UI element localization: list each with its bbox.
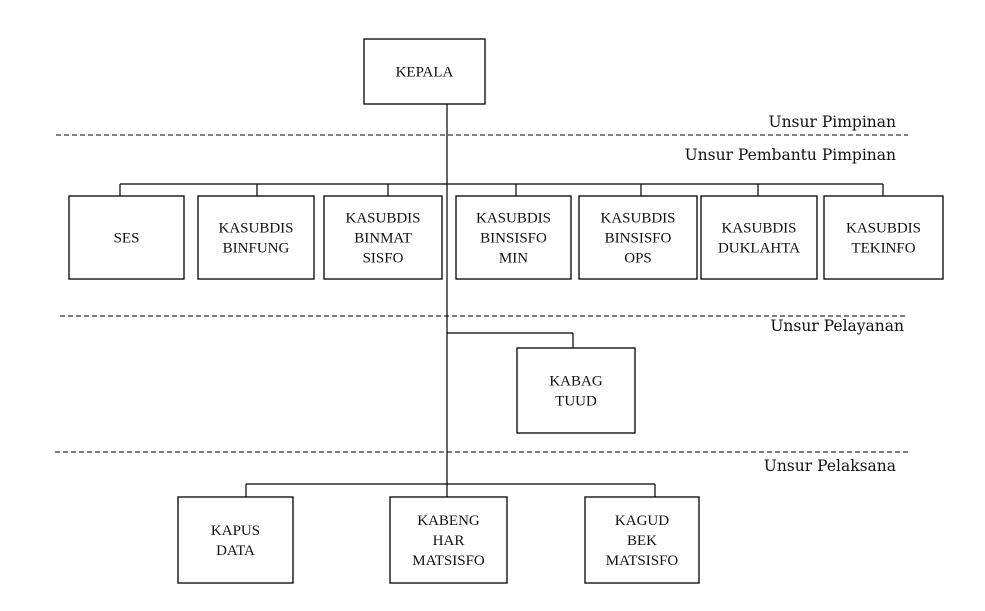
box-binsisfo-min-line-2: BINSISFO (480, 231, 547, 247)
box-tekinfo: KASUBDIS TEKINFO (823, 184, 944, 280)
box-duklahta-frame (700, 195, 818, 280)
box-binmat-sisfo: KASUBDIS BINMAT SISFO (323, 184, 443, 280)
section-label-pelayanan: Unsur Pelayanan (770, 317, 904, 335)
box-duklahta: KASUBDIS DUKLAHTA (700, 184, 818, 280)
box-duklahta-line-1: KASUBDIS (721, 221, 796, 237)
box-kabeng-har-matsisfo-line-3: MATSISFO (412, 553, 485, 569)
box-kagud-bek-matsisfo-frame (584, 496, 700, 584)
box-kapus-data-line-2: DATA (216, 543, 255, 559)
box-binsisfo-ops: KASUBDIS BINSISFO OPS (578, 184, 698, 280)
box-ses-frame (68, 195, 185, 280)
box-kagud-bek-matsisfo: KAGUD BEK MATSISFO (584, 484, 700, 584)
box-binsisfo-min-line-3: MIN (499, 251, 528, 267)
box-binmat-sisfo-line-1: KASUBDIS (345, 211, 420, 227)
box-duklahta-line-2: DUKLAHTA (718, 241, 800, 257)
box-binsisfo-min: KASUBDIS BINSISFO MIN (455, 184, 572, 280)
box-binfung-frame (197, 195, 315, 280)
box-kabag-tuud-frame (516, 347, 636, 434)
box-binsisfo-ops-frame (578, 195, 698, 280)
section-label-pimpinan: Unsur Pimpinan (769, 113, 897, 131)
box-binmat-sisfo-line-3: SISFO (363, 251, 404, 267)
section-labels: Unsur Pimpinan Unsur Pembantu Pimpinan U… (685, 113, 904, 475)
box-binsisfo-ops-line-1: KASUBDIS (600, 211, 675, 227)
box-kepala-frame (363, 38, 486, 105)
box-tekinfo-line-2: TEKINFO (851, 241, 915, 257)
box-tekinfo-frame (823, 195, 944, 280)
box-kagud-bek-matsisfo-line-3: MATSISFO (606, 553, 679, 569)
box-kagud-bek-matsisfo-line-2: BEK (627, 533, 657, 549)
box-kepala-line-1: KEPALA (396, 65, 454, 81)
box-kabeng-har-matsisfo-frame (389, 496, 508, 584)
box-binmat-sisfo-line-2: BINMAT (354, 231, 412, 247)
box-binmat-sisfo-frame (323, 195, 443, 280)
box-ses: SES (68, 184, 185, 280)
section-label-pembantu: Unsur Pembantu Pimpinan (685, 146, 896, 164)
box-binsisfo-min-line-1: KASUBDIS (476, 211, 551, 227)
box-ses-line-1: SES (114, 231, 140, 247)
box-kabag-tuud-line-1: KABAG (549, 374, 603, 390)
box-binsisfo-ops-line-3: OPS (624, 251, 652, 267)
box-tekinfo-line-1: KASUBDIS (846, 221, 921, 237)
box-kabeng-har-matsisfo: KABENG HAR MATSISFO (389, 484, 508, 584)
box-kabag-tuud-line-2: TUUD (555, 394, 597, 410)
box-binsisfo-min-frame (455, 195, 572, 280)
box-kepala: KEPALA (363, 38, 486, 105)
box-kagud-bek-matsisfo-line-1: KAGUD (615, 513, 669, 529)
box-binsisfo-ops-line-2: BINSISFO (605, 231, 672, 247)
box-binfung: KASUBDIS BINFUNG (197, 184, 315, 280)
box-kabeng-har-matsisfo-line-2: HAR (433, 533, 465, 549)
box-kapus-data: KAPUS DATA (177, 484, 294, 584)
connector-lines (120, 104, 883, 485)
box-binfung-line-1: KASUBDIS (218, 221, 293, 237)
box-kabeng-har-matsisfo-line-1: KABENG (417, 513, 480, 529)
org-boxes: KEPALA SES KASUBDIS BINFUNG KASUBDIS BINMAT SI… (68, 38, 944, 584)
box-kabag-tuud: KABAG TUUD (516, 347, 636, 434)
box-binfung-line-2: BINFUNG (223, 241, 290, 257)
box-kapus-data-line-1: KAPUS (211, 523, 260, 539)
section-dividers (55, 134, 908, 453)
section-label-pelaksana: Unsur Pelaksana (764, 457, 896, 475)
box-kapus-data-frame (177, 496, 294, 584)
